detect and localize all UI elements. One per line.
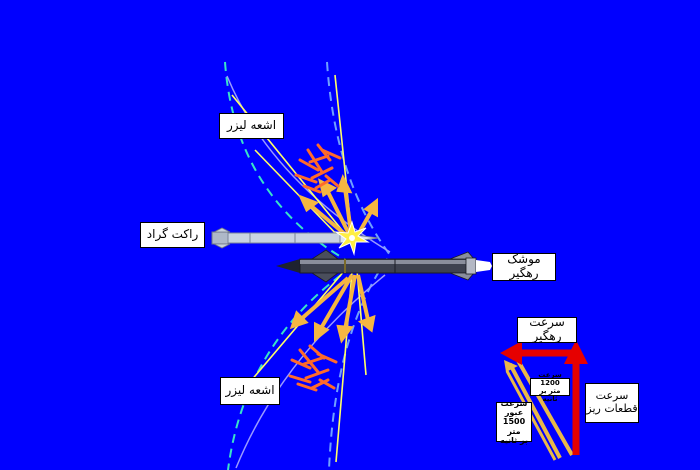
trajectory-down-2 — [343, 274, 357, 331]
fragment — [298, 158, 320, 172]
trajectory-arrowhead — [336, 173, 353, 194]
grad-rocket-body — [227, 232, 341, 244]
label-speed-1200-line1: سرعت 1200 — [538, 370, 562, 387]
fragment-speed-arrowhead — [564, 340, 588, 364]
interceptor-front-fin — [310, 249, 340, 260]
label-crossing-speed: سرعت عبور 1500 متر بر ثانیه — [496, 399, 532, 445]
trajectory-arrowhead — [298, 194, 320, 213]
label-crossing-speed-line2: 1500 — [502, 417, 526, 427]
trajectory-down-4 — [298, 276, 350, 322]
fragment-cluster-bottom — [288, 344, 338, 392]
label-crossing-speed-line4: بر ثانیه — [500, 435, 528, 445]
fragment — [302, 184, 322, 194]
label-laser-bottom: اشعه لیزر — [220, 377, 280, 405]
label-crossing-speed-line3: متر — [507, 426, 521, 436]
trajectory-arrowhead — [289, 310, 309, 330]
trajectory-arrowhead — [314, 321, 330, 343]
interceptor-speed-arrowhead — [500, 341, 522, 365]
grad-rocket-tail — [211, 231, 229, 245]
fragment — [310, 378, 330, 390]
fragment — [314, 178, 332, 190]
label-fragment-speed-line2: قطعات ریز — [586, 402, 638, 415]
trajectory-arrowhead — [363, 197, 378, 218]
fragment — [302, 356, 324, 366]
interceptor-missile — [276, 249, 492, 283]
resultant-arrow-2 — [514, 356, 574, 456]
label-crossing-speed-line1: سرعت عبور — [500, 399, 528, 418]
trajectory-up-1 — [325, 189, 354, 241]
interceptor-exhaust — [476, 260, 492, 272]
label-laser-top: اشعه لیزر — [219, 113, 284, 139]
resultant-arrowhead — [504, 360, 518, 372]
fragment — [324, 174, 340, 188]
fragment — [310, 166, 334, 180]
interceptor-front-fin — [310, 272, 340, 283]
fragment — [290, 358, 312, 370]
fragment — [308, 154, 330, 164]
label-fragment-speed: سرعت قطعات ریز — [585, 383, 639, 423]
label-speed-1200: سرعت 1200 متر بر ثانیه — [530, 371, 570, 403]
label-grad-rocket: راکت گراد — [140, 222, 205, 248]
label-fragment-speed-line1: سرعت — [595, 389, 629, 403]
interceptor-nose — [276, 259, 300, 273]
label-interceptor: موشک رهگیر — [492, 252, 556, 281]
cone-inner-left-line — [326, 61, 392, 470]
explosion-burst — [334, 220, 370, 256]
trajectory-arrowhead — [336, 324, 354, 344]
trajectory-down-1 — [318, 273, 354, 332]
interceptor-tail-fin — [449, 272, 475, 281]
trajectory-arrowhead — [357, 314, 376, 333]
grad-rocket-fin — [213, 243, 231, 249]
fragment — [316, 352, 338, 364]
fragment — [294, 173, 318, 184]
fragment-cluster-top — [294, 143, 342, 194]
trajectory-down-3 — [356, 274, 370, 321]
interceptor-highlight — [300, 260, 470, 264]
resultant-arrow-1 — [508, 363, 562, 459]
label-speed-1200-line2: متر بر ثانیه — [539, 387, 561, 404]
explosion-core — [349, 235, 355, 241]
fragment — [304, 368, 330, 380]
fragment — [288, 374, 312, 384]
label-interceptor-speed: سرعت رهگیر — [517, 315, 577, 343]
fragment — [320, 148, 342, 160]
grad-rocket-fin — [213, 227, 231, 233]
interceptor-tail — [465, 257, 477, 275]
interceptor-tail-fin — [449, 251, 475, 260]
